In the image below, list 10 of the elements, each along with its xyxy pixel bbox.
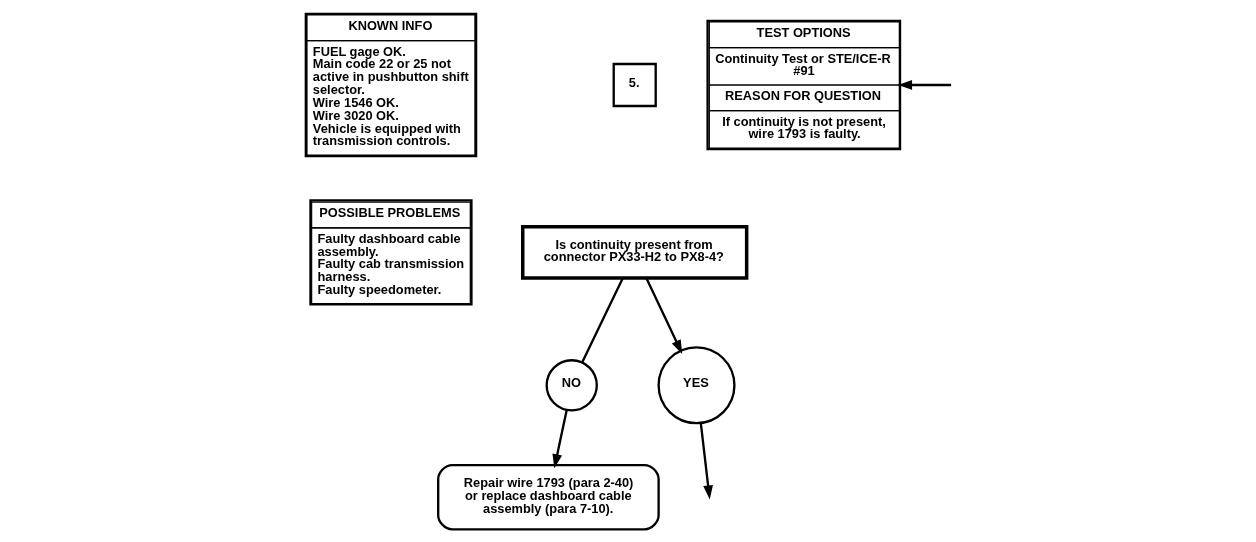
arrow <box>699 422 713 500</box>
node-box: Repair wire 1793 (para 2-40) or replace dashboard cable assembly (para 7-10). <box>436 464 660 531</box>
node-circle: YES <box>656 346 736 425</box>
arrow <box>644 277 682 354</box>
connector <box>580 277 624 363</box>
node-circle: NO <box>545 359 598 412</box>
node-box: Is continuity present from connector PX33-H2 to PX8-4? <box>520 224 748 280</box>
arrow <box>551 410 568 469</box>
node-box: 5. <box>612 62 657 108</box>
arrow <box>897 80 951 90</box>
